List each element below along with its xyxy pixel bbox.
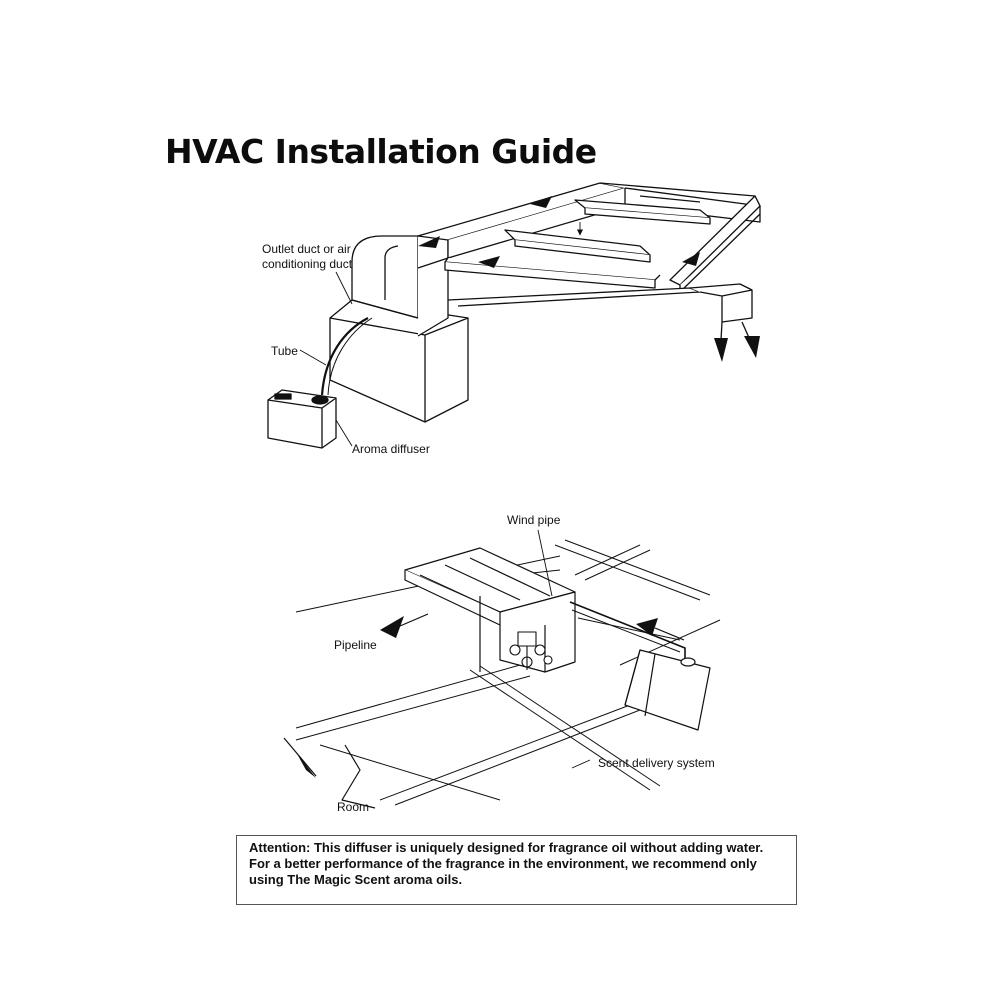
valve-fitting: [509, 631, 553, 670]
diffuser-tube: [320, 317, 369, 396]
top-leader-lines: [299, 222, 584, 447]
bottom-ceiling-diagram: [295, 529, 721, 809]
label-aroma-diffuser: Aroma diffuser: [352, 442, 430, 456]
attention-line-3: using The Magic Scent aroma oils.: [249, 872, 463, 887]
label-wind-pipe: Wind pipe: [507, 513, 561, 527]
duct-unit: [404, 547, 576, 673]
attention-line-1: Attention: This diffuser is uniquely des…: [249, 840, 764, 855]
room-wall: [341, 744, 376, 809]
scent-tube: [569, 601, 686, 662]
scent-delivery-unit: [624, 649, 711, 731]
main-duct-run: [417, 182, 761, 323]
bottom-leader-lines: [537, 529, 591, 769]
aroma-diffuser-unit: [267, 389, 337, 449]
label-outlet-duct-2: conditioning duct: [262, 257, 353, 271]
page-title: HVAC Installation Guide: [165, 132, 597, 171]
outlet-arrow-shafts: [720, 321, 751, 341]
label-tube: Tube: [271, 344, 298, 358]
label-room: Room: [337, 800, 370, 814]
top-ductwork-diagram: [267, 182, 761, 449]
label-scent-delivery: Scent delivery system: [598, 756, 715, 770]
airflow-arrow-icon: [418, 196, 760, 362]
bottom-arrow-shafts: [283, 613, 685, 777]
outlet-duct: [351, 227, 449, 337]
label-outlet-duct: Outlet duct or air: [262, 242, 351, 256]
attention-line-2: For a better performance of the fragranc…: [249, 856, 757, 871]
label-pipeline: Pipeline: [334, 638, 377, 652]
ceiling-grid: [295, 539, 721, 806]
attention-notice: Attention: This diffuser is uniquely des…: [236, 835, 797, 905]
